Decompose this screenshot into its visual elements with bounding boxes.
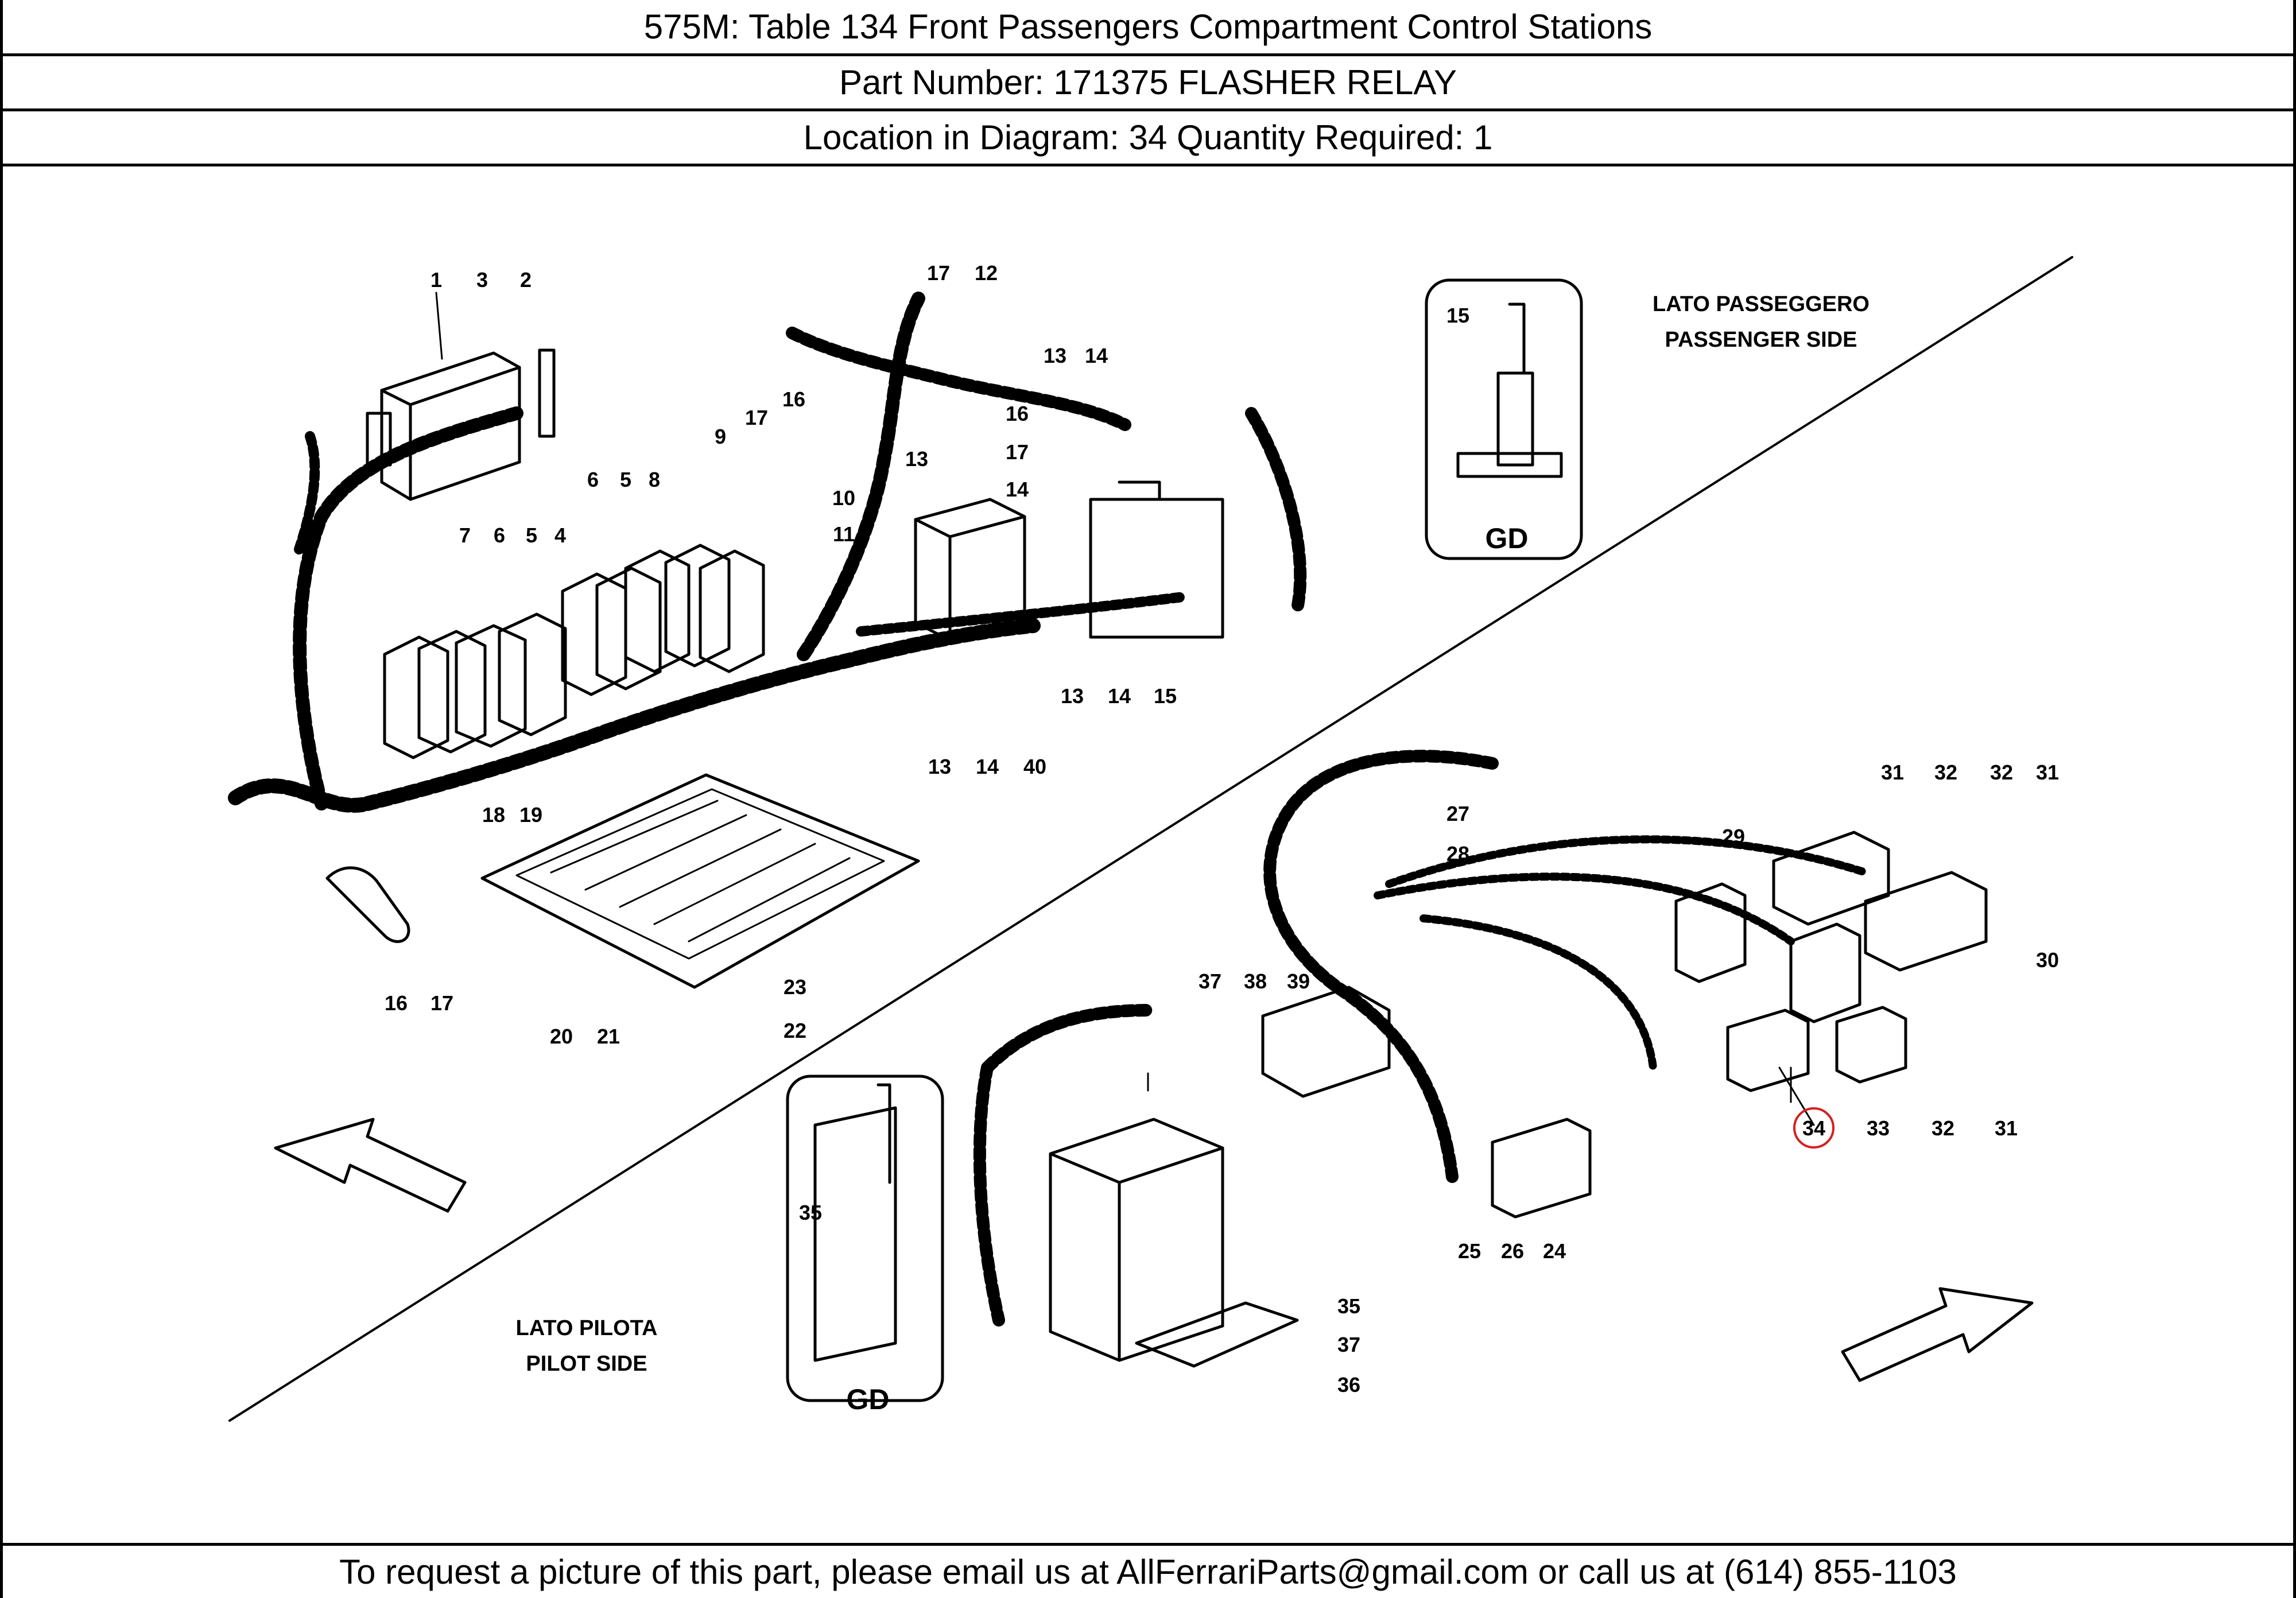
callout-13: 13	[905, 447, 928, 471]
callout-31: 31	[1881, 761, 1904, 784]
label-pilot-side-en: PILOT SIDE	[526, 1352, 647, 1376]
callout-31: 31	[1995, 1116, 2018, 1140]
callout-23: 23	[784, 975, 806, 999]
callout-5: 5	[620, 468, 631, 491]
callout-35: 35	[1337, 1294, 1360, 1318]
callout-31: 31	[2036, 761, 2059, 784]
clip	[325, 866, 410, 943]
callout-14: 14	[976, 755, 999, 778]
callout-3: 3	[476, 268, 488, 292]
gd-detail-upper	[1425, 278, 1583, 560]
callout-26: 26	[1501, 1239, 1524, 1263]
label-gd-upper: GD	[1486, 522, 1529, 554]
callout-8: 8	[649, 468, 660, 491]
callout-5: 5	[526, 523, 537, 547]
callout-36: 36	[1337, 1373, 1360, 1397]
harness-lower-right	[973, 750, 1870, 1327]
callout-9: 9	[715, 425, 726, 448]
label-gd-lower: GD	[847, 1383, 890, 1415]
callout-17: 17	[745, 406, 768, 429]
callout-13: 13	[1061, 684, 1084, 708]
callout-37: 37	[1199, 969, 1221, 993]
callout-32: 32	[1990, 761, 2013, 784]
callout-15: 15	[1446, 304, 1469, 327]
callout-17: 17	[430, 991, 453, 1015]
callout-6: 6	[587, 468, 599, 491]
leader-lines	[435, 292, 1815, 1126]
callout-30: 30	[2036, 948, 2059, 972]
callout-4: 4	[554, 523, 566, 547]
callout-16: 16	[385, 991, 408, 1015]
grille-panel	[480, 773, 920, 989]
diagram-location: Location in Diagram: 34 Quantity Require…	[0, 111, 2296, 166]
highlight-circle-34	[1793, 1107, 1835, 1149]
callout-16: 16	[1006, 402, 1029, 425]
callout-14: 14	[1108, 684, 1131, 708]
callout-17: 17	[1006, 440, 1029, 464]
callout-15: 15	[1154, 684, 1177, 708]
callout-29: 29	[1722, 825, 1745, 848]
callout-7: 7	[459, 523, 471, 547]
page-title: 575M: Table 134 Front Passengers Compart…	[0, 0, 2296, 56]
bracket-15-detail	[1456, 302, 1563, 478]
callout-2: 2	[520, 268, 532, 292]
callout-34: 34	[1802, 1116, 1825, 1140]
flasher-relay-24	[1491, 1118, 1592, 1219]
callout-1: 1	[430, 268, 442, 292]
parts-diagram: LATO PASSEGGERO PASSENGER SIDE LATO PILO…	[228, 256, 2073, 1422]
frame-left-border	[0, 0, 3, 1598]
frame-right-border	[2293, 0, 2296, 1598]
relay-bank-left	[383, 544, 765, 759]
callout-22: 22	[784, 1019, 806, 1042]
arrow-right	[1841, 1287, 2034, 1382]
callout-17: 17	[927, 261, 950, 285]
gd-detail-lower	[786, 1075, 944, 1402]
bracket-35-detail	[813, 1083, 897, 1362]
callout-16: 16	[782, 387, 805, 411]
arrow-left	[274, 1118, 467, 1213]
callout-37: 37	[1337, 1333, 1360, 1356]
callout-32: 32	[1934, 761, 1957, 784]
callout-14: 14	[1085, 344, 1108, 367]
callout-6: 6	[494, 523, 505, 547]
callout-13: 13	[1044, 344, 1066, 367]
harness-upper-left	[228, 292, 1307, 813]
callout-27: 27	[1446, 802, 1469, 825]
callout-14: 14	[1006, 478, 1029, 501]
control-unit	[366, 348, 556, 501]
callout-32: 32	[1932, 1116, 1954, 1140]
callout-20: 20	[550, 1025, 573, 1048]
callout-19: 19	[519, 803, 542, 827]
callout-12: 12	[975, 261, 998, 285]
callout-33: 33	[1867, 1116, 1890, 1140]
label-passenger-side-en: PASSENGER SIDE	[1665, 328, 1857, 352]
label-passenger-side-it: LATO PASSEGGERO	[1653, 292, 1870, 316]
module-40	[914, 480, 1224, 642]
relay-group-right	[1674, 831, 1988, 1092]
callout-35: 35	[799, 1201, 822, 1224]
callout-28: 28	[1446, 842, 1469, 866]
callout-40: 40	[1023, 755, 1046, 778]
bracket-35	[1135, 1301, 1299, 1368]
callout-24: 24	[1543, 1239, 1566, 1263]
callout-10: 10	[832, 486, 855, 510]
label-pilot-side-it: LATO PILOTA	[516, 1316, 658, 1340]
ecu-lower	[1049, 986, 1391, 1362]
callout-38: 38	[1244, 969, 1267, 993]
footer-contact: To request a picture of this part, pleas…	[0, 1543, 2296, 1598]
callout-11: 11	[833, 522, 855, 546]
divider-line	[228, 256, 2073, 1422]
callout-13: 13	[928, 755, 951, 778]
callout-39: 39	[1287, 969, 1310, 993]
callout-25: 25	[1458, 1239, 1481, 1263]
callout-21: 21	[597, 1025, 620, 1048]
callout-18: 18	[482, 803, 505, 827]
part-number: Part Number: 171375 FLASHER RELAY	[0, 56, 2296, 111]
